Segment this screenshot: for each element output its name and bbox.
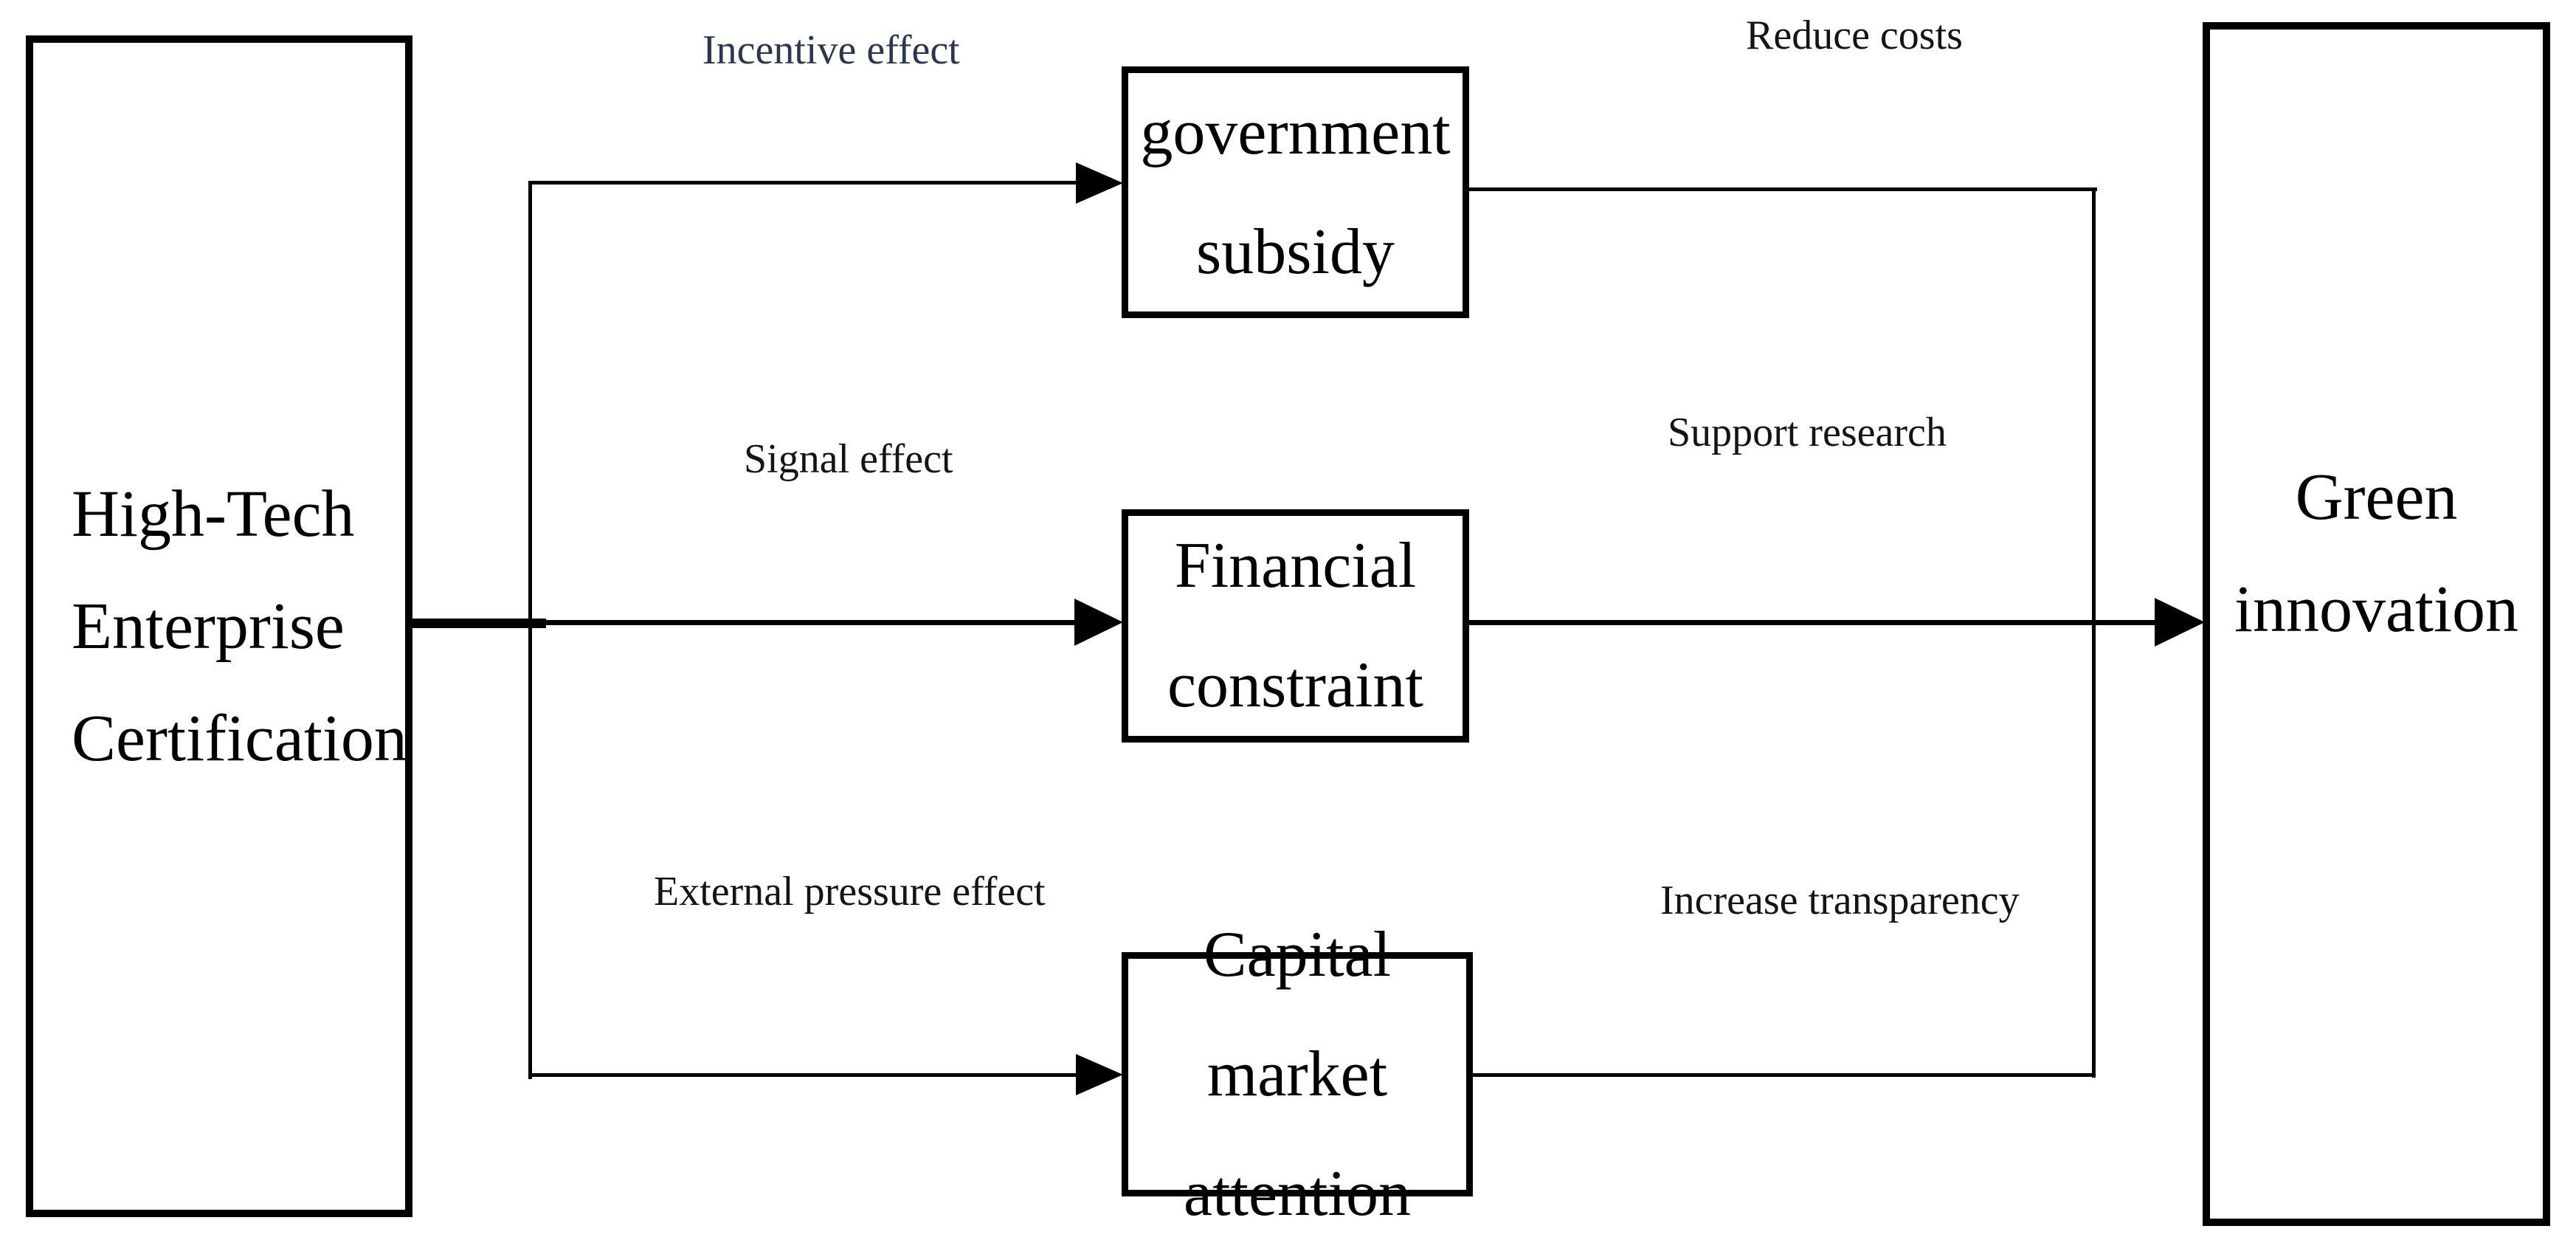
node-text-line: Enterprise	[72, 589, 345, 663]
edge-label-signal-effect: Signal effect	[744, 436, 953, 482]
edge-label-reduce-costs: Reduce costs	[1746, 13, 1963, 58]
arrowhead-icon	[2155, 598, 2205, 647]
node-text-line: government	[1140, 96, 1451, 168]
edge-label-incentive-effect: Incentive effect	[702, 27, 960, 73]
connector-left-branch-vertical	[528, 182, 532, 1079]
node-government-subsidy: government subsidy	[1122, 66, 1469, 318]
node-text-line: subsidy	[1196, 216, 1395, 288]
node-text-line: innovation	[2234, 573, 2518, 646]
connector-to-capital-market-attention	[528, 1073, 1076, 1077]
node-text-line: Green	[2295, 461, 2458, 534]
connector-right-merge-vertical	[2092, 187, 2096, 1078]
node-green-innovation: Green innovation	[2203, 22, 2550, 1226]
node-financial-constraint: Financial constraint	[1122, 509, 1469, 743]
node-capital-market-attention: Capital market attention	[1122, 919, 1473, 1230]
connector-to-financial-constraint	[412, 620, 1076, 625]
connector-from-government-subsidy	[1469, 187, 2097, 191]
arrowhead-icon	[1076, 1054, 1123, 1095]
node-text-line: Capital market	[1203, 918, 1392, 1110]
node-text-line: attention	[1184, 1157, 1411, 1230]
edge-label-support-research: Support research	[1668, 410, 1947, 455]
arrowhead-icon	[1076, 162, 1123, 204]
connector-from-capital-market-attention	[1473, 1073, 2096, 1077]
edge-label-increase-transparency: Increase transparency	[1660, 878, 2020, 923]
node-high-tech-enterprise-certification: High-Tech Enterprise Certification	[26, 35, 412, 1217]
node-text-line: constraint	[1167, 650, 1423, 721]
edge-label-external-pressure-effect: External pressure effect	[654, 869, 1046, 914]
node-text-line: High-Tech	[72, 477, 355, 551]
node-text-line: Certification	[72, 701, 407, 775]
connector-to-government-subsidy	[528, 181, 1076, 185]
node-text-line: Financial	[1174, 530, 1417, 602]
arrowhead-icon	[1074, 599, 1123, 646]
connector-to-green-innovation	[1469, 620, 2156, 625]
